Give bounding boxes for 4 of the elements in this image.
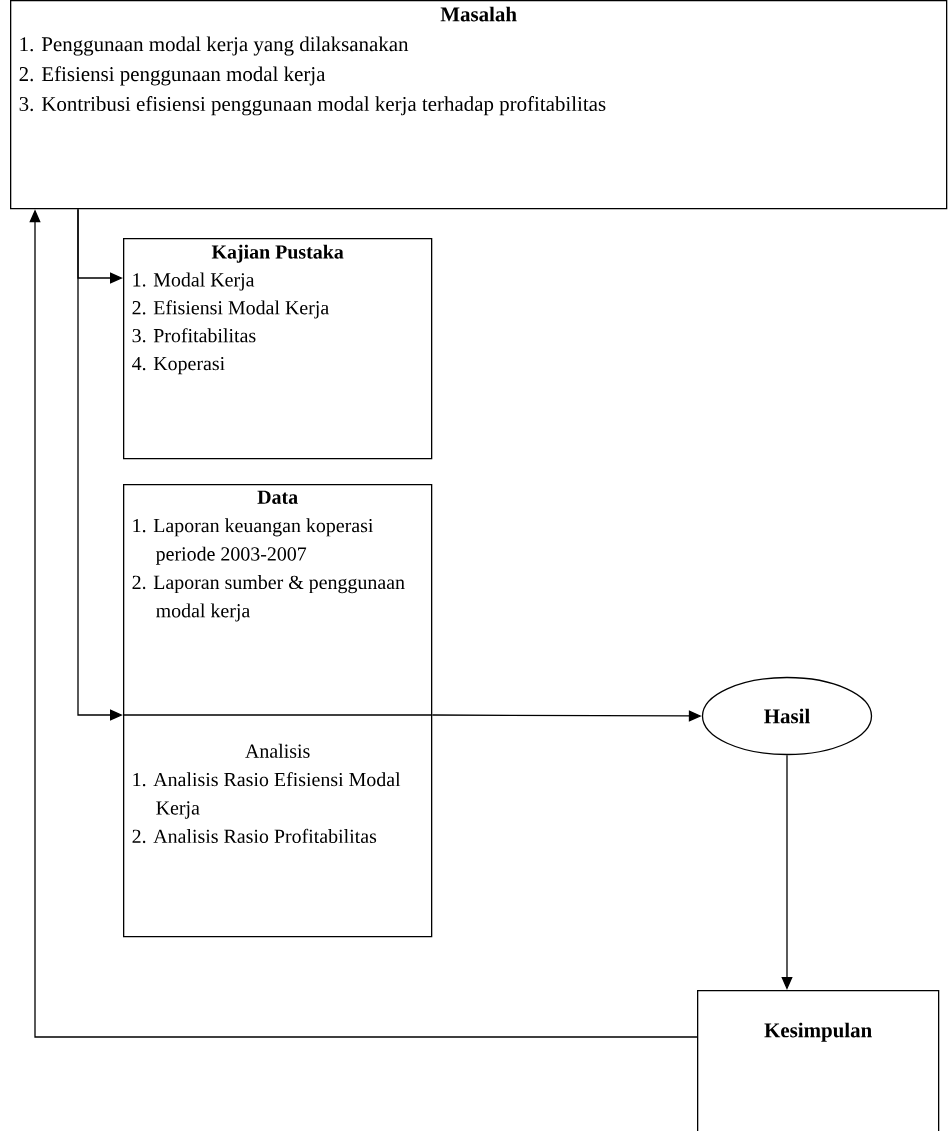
process-box: Kesimpulan	[697, 990, 940, 1131]
process-box: Data 1. Laporan keuangan koperasi periode 2003-2007 2. Laporan sumber & penggunaan modal kerja Analisis 1. Analisis Rasio Efisiensi Modal Kerja 2. Analisis Rasio Profitabilitas	[122, 484, 433, 938]
process-box: Masalah 1. Penggunaan modal kerja yang dilaksanakan 2. Efisiensi penggunaan modal kerja 3. Kontribusi efisiensi penggunaan modal kerja terhadap profitabilitas	[10, 0, 948, 210]
process-box: Kajian Pustaka 1. Modal Kerja 2. Efisiensi Modal Kerja 3. Profitabilitas 4. Koperasi	[123, 238, 433, 460]
